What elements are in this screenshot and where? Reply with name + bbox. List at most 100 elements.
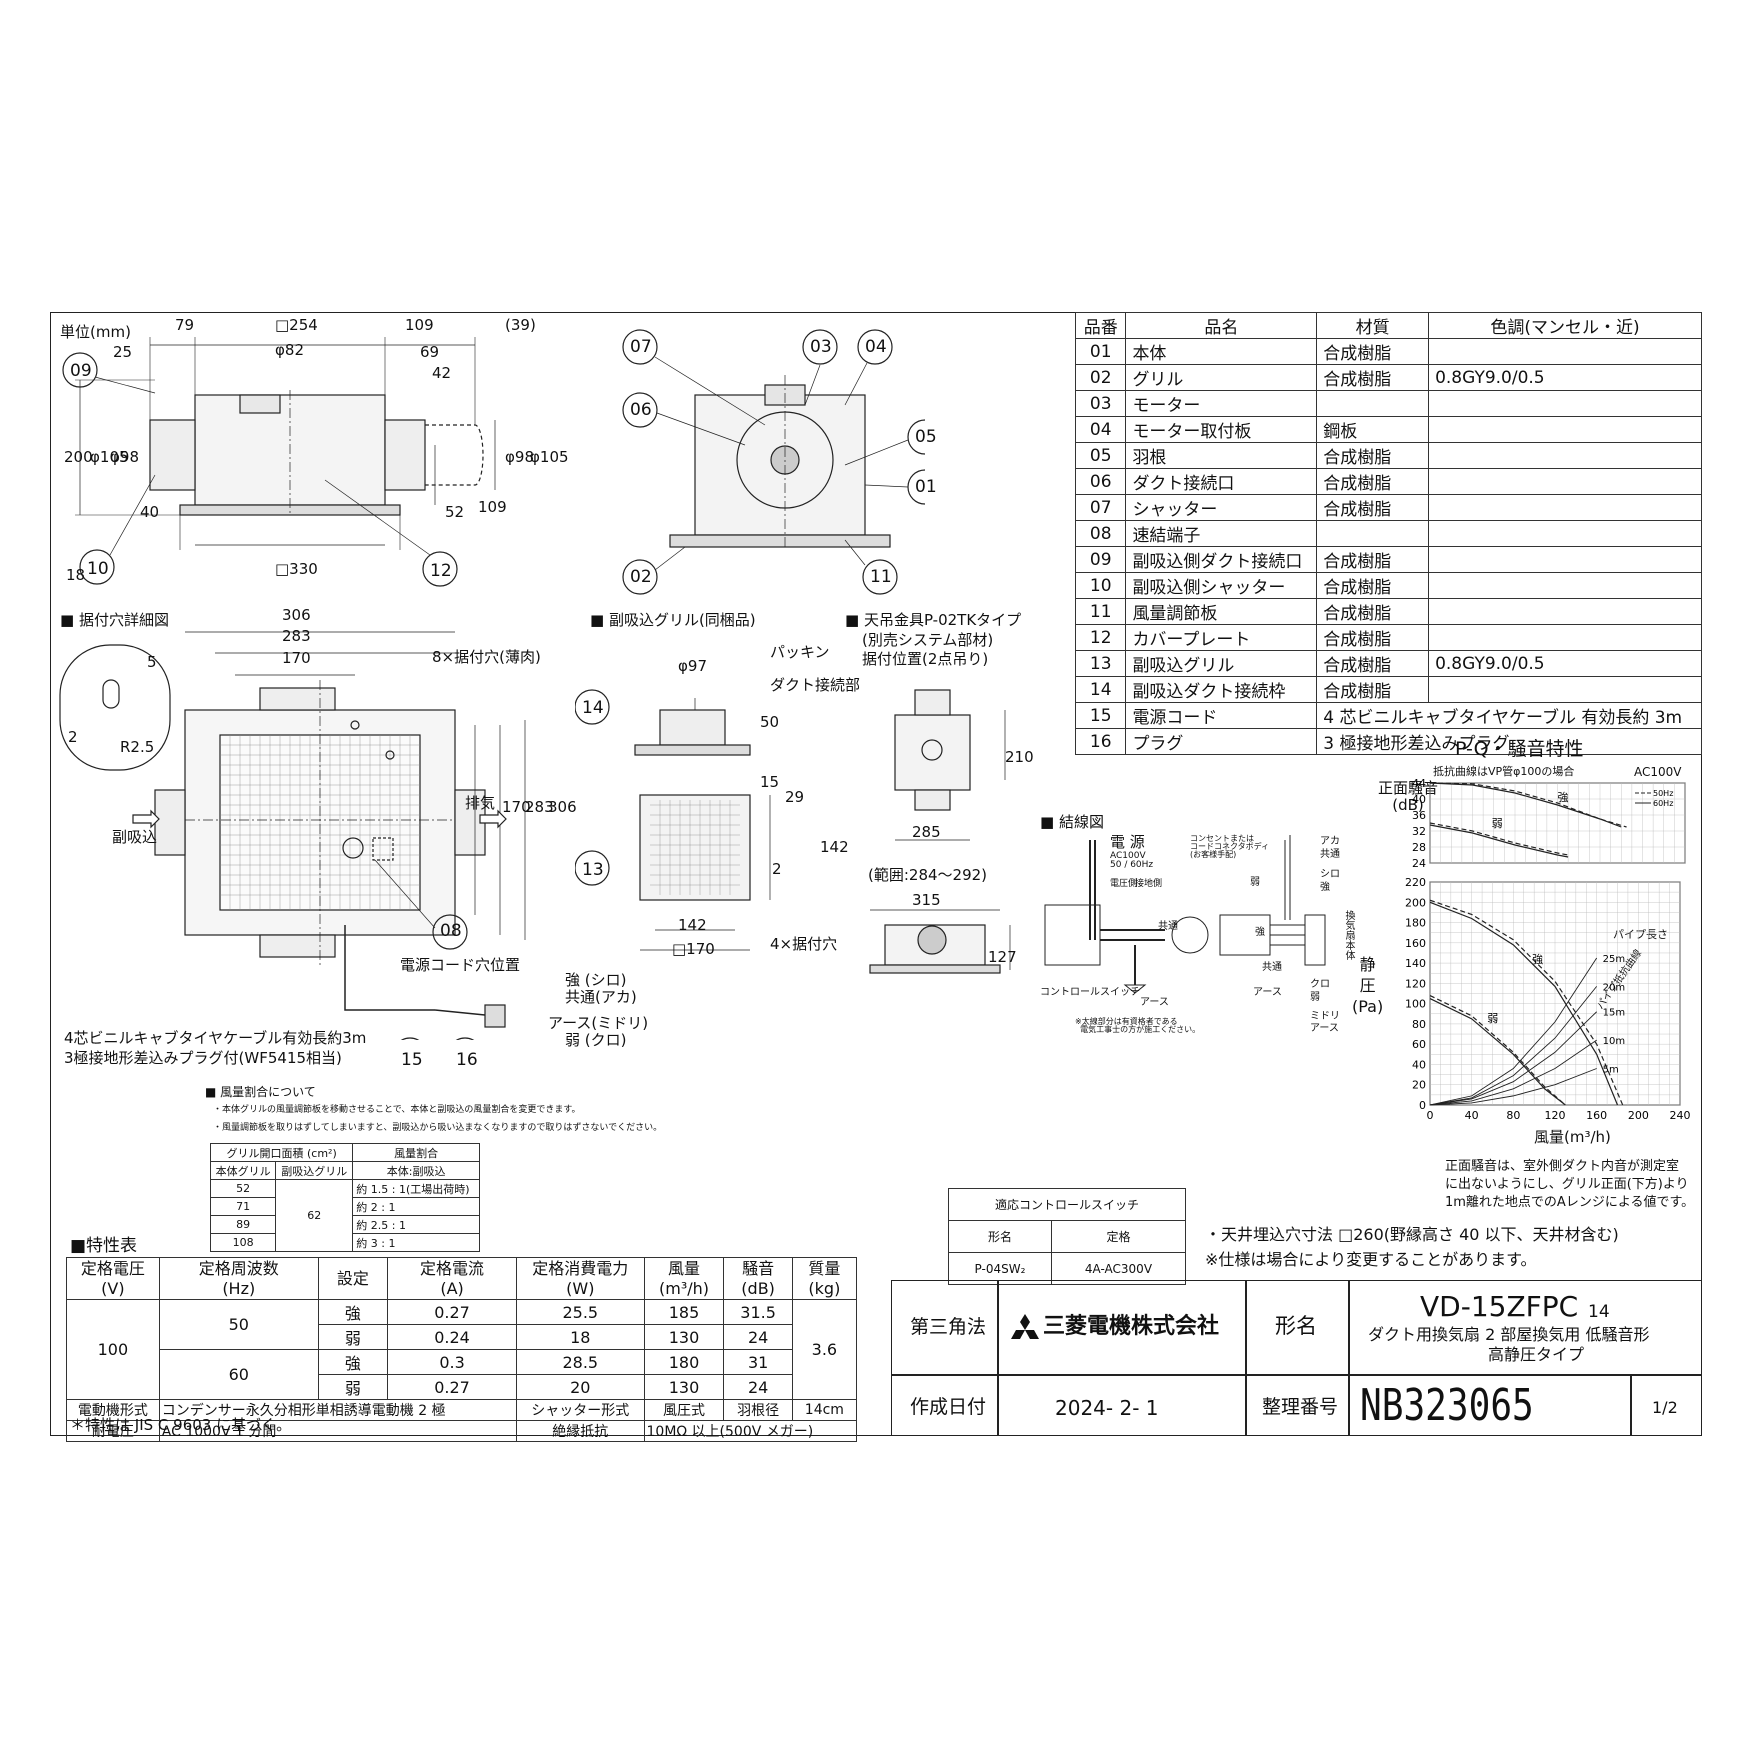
- ratio-note-2: ・風量調節板を取りはずしてしまいますと、副吸込から吸い込まなくなりますので取りは…: [213, 1123, 663, 1133]
- noise-label-strong: 強: [1558, 791, 1569, 804]
- parts-cell-color: [1428, 676, 1702, 703]
- spec-r2-w: 28.5: [516, 1349, 645, 1375]
- parts-cell-color: [1428, 572, 1702, 599]
- ratio-main-3: 108: [209, 1233, 277, 1252]
- noise-ytick: 40: [1412, 793, 1426, 806]
- parts-cell-color: [1428, 468, 1702, 495]
- sg-dim-142: 142: [678, 916, 707, 934]
- tb-projection: 第三角法: [910, 1316, 987, 1338]
- spec-h-mass: 質量 (kg): [791, 1257, 858, 1300]
- parts-header-row: 品番品名材質色調(マンセル・近): [1074, 312, 1702, 339]
- parts-cell-no: 10: [1074, 572, 1127, 599]
- callout-10: 10: [87, 559, 109, 579]
- parts-cell-material: [1316, 520, 1430, 547]
- ratio-head-ratio-sub: 本体:副吸込: [352, 1161, 480, 1180]
- switch-h-model: 形名: [948, 1220, 1052, 1253]
- parts-cell-material: 合成樹脂: [1316, 676, 1430, 703]
- dim-98a: φ98: [110, 448, 139, 466]
- cord-hole-label: 電源コード穴位置: [400, 956, 521, 974]
- callout-09: 09: [70, 361, 92, 381]
- dim-52: 52: [445, 503, 465, 521]
- parts-cell-no: 06: [1074, 468, 1127, 495]
- spec-withstand-value: AC 1000V 1 分間: [158, 1420, 518, 1442]
- spec-r3-q: 130: [643, 1374, 725, 1400]
- parts-cell-material: 合成樹脂: [1316, 572, 1430, 599]
- wiring-power-side: 電圧側: [1110, 879, 1138, 889]
- parts-h-no: 品番: [1074, 312, 1127, 339]
- drawing-frame: [50, 312, 1702, 1436]
- noise-ytick: 44: [1412, 777, 1426, 790]
- spec-r1-set: 弱: [317, 1324, 389, 1350]
- switch-rating: 4A-AC300V: [1050, 1252, 1187, 1285]
- pq-ytick: 0: [1419, 1099, 1426, 1112]
- noise-curve: [1429, 782, 1622, 828]
- pq-ytick: 80: [1412, 1018, 1426, 1031]
- spec-r1-a: 0.24: [386, 1324, 518, 1350]
- mount-dim-5: 5: [147, 653, 157, 671]
- ratio-main-2: 89: [209, 1215, 277, 1234]
- tb-doc-number: NB323065: [1360, 1380, 1534, 1431]
- parts-cell-no: 07: [1074, 494, 1127, 521]
- pq-ytick: 20: [1412, 1079, 1426, 1092]
- pq-chart: 444036322824強弱50Hz60Hz220200180160140120…: [1405, 777, 1691, 1122]
- parts-cell-material: 合成樹脂: [1316, 624, 1430, 651]
- parts-h-material: 材質: [1316, 312, 1430, 339]
- parts-h-name: 品名: [1125, 312, 1318, 339]
- parts-cell-material: 合成樹脂: [1316, 650, 1430, 677]
- dim-105b: φ105: [530, 448, 569, 466]
- spec-h-current: 定格電流 (A): [386, 1257, 518, 1300]
- parts-cell-color: [1428, 442, 1702, 469]
- wiring-strong2: 強: [1255, 927, 1265, 938]
- pipe-label: 10m: [1603, 1036, 1625, 1047]
- dim-200: 200: [64, 448, 93, 466]
- spec-mass: 3.6: [791, 1299, 858, 1400]
- legend-60hz: 60Hz: [1653, 799, 1673, 808]
- spec-h-voltage: 定格電圧 (V): [66, 1257, 160, 1300]
- ratio-note-1: ・本体グリルの風量調節板を移動させることで、本体と副吸込の風量割合を変更できます…: [213, 1105, 581, 1115]
- ratio-main-1: 71: [209, 1197, 277, 1216]
- dim-254: □254: [275, 316, 318, 334]
- spec-r3-w: 20: [516, 1374, 645, 1400]
- spec-r3-db: 24: [723, 1374, 793, 1400]
- spec-blade-value: 14cm: [791, 1399, 858, 1421]
- spec-freq-50: 50: [158, 1299, 319, 1350]
- parts-cell-name: シャッター: [1125, 494, 1318, 521]
- hanger-sub2: 据付位置(2点吊り): [862, 650, 989, 668]
- noise-ytick: 28: [1412, 841, 1426, 854]
- plug-common-label: 共通(アカ): [565, 988, 637, 1006]
- callout-15: 15: [401, 1050, 423, 1070]
- noise-curve: [1429, 824, 1569, 858]
- spec-freq-60: 60: [158, 1349, 319, 1400]
- parts-cell-color: 0.8GY9.0/0.5: [1428, 650, 1702, 677]
- parts-cell-material: 合成樹脂: [1316, 598, 1430, 625]
- mount-dim-r: R2.5: [120, 738, 155, 756]
- sg-dim-170: □170: [672, 940, 715, 958]
- mitsubishi-logo: [1011, 1314, 1039, 1339]
- hanger-title: ■ 天吊金具P-02TKタイプ: [845, 611, 1022, 629]
- parts-cell-name: モーター: [1125, 390, 1318, 417]
- noise-curve: [1429, 822, 1569, 856]
- callout-06: 06: [630, 400, 652, 420]
- pq-label-weak: 弱: [1487, 1012, 1498, 1025]
- wiring-drawing: [1044, 835, 1326, 994]
- spec-h-freq: 定格周波数 (Hz): [158, 1257, 319, 1300]
- pq-ytick: 160: [1405, 937, 1426, 950]
- sg-dim-15: 15: [760, 773, 780, 791]
- spec-voltage: 100: [66, 1299, 160, 1400]
- dim-105a: φ105: [90, 448, 129, 466]
- tb-company: 三菱電機株式会社: [1043, 1314, 1220, 1339]
- sg-dim-50: 50: [760, 713, 780, 731]
- sg-packing: パッキン: [770, 643, 830, 661]
- pq-ytick: 40: [1412, 1058, 1426, 1071]
- callout-13: 13: [582, 860, 604, 880]
- pressure-ylabel: 静 圧 (Pa): [1352, 955, 1384, 1016]
- parts-cell-material: 合成樹脂: [1316, 442, 1430, 469]
- pipe-label: 25m: [1603, 954, 1625, 965]
- noise-note-1: 正面騒音は、室外側ダクト内音が測定室: [1445, 1159, 1680, 1174]
- parts-cell-color: [1428, 338, 1702, 365]
